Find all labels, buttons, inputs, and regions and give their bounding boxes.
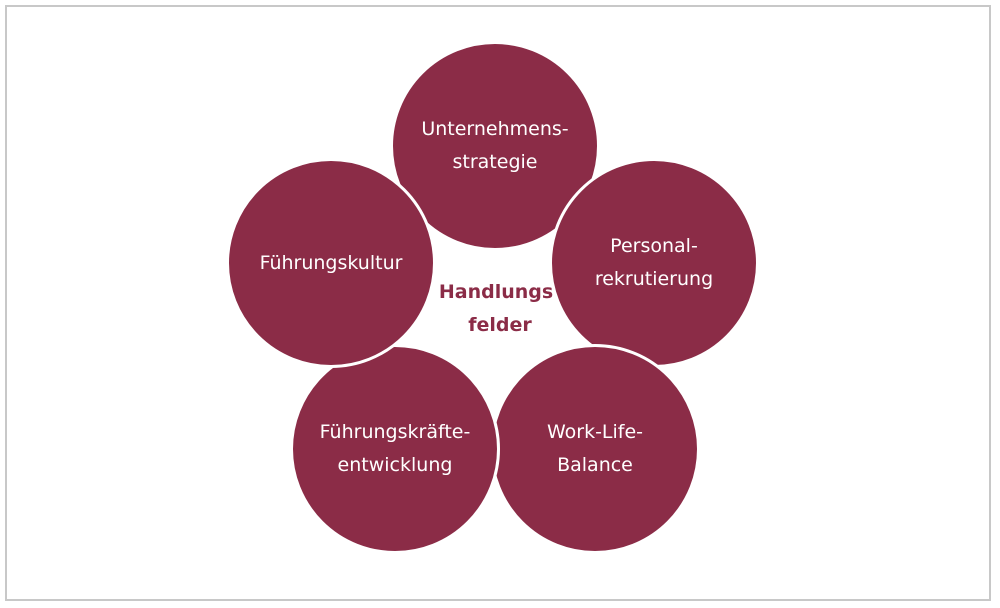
circle-label: Unternehmens- strategie	[421, 118, 569, 173]
circle-label: Personal- rekrutierung	[594, 235, 714, 290]
center-label: Handlungs- felder	[438, 281, 562, 336]
circle-work-life-balance: Work-Life- Balance	[490, 344, 700, 554]
circle-label: Führungskultur	[259, 251, 403, 274]
circle-label: Führungskräfte- entwicklung	[319, 421, 471, 476]
circle-fuehrungskultur: Führungskultur	[226, 158, 436, 368]
circle-label: Work-Life- Balance	[546, 421, 644, 476]
circle-personalrekrutierung: Personal- rekrutierung	[549, 158, 759, 368]
circle-fuehrungskraefteentwicklung: Führungskräfte- entwicklung	[290, 344, 500, 554]
